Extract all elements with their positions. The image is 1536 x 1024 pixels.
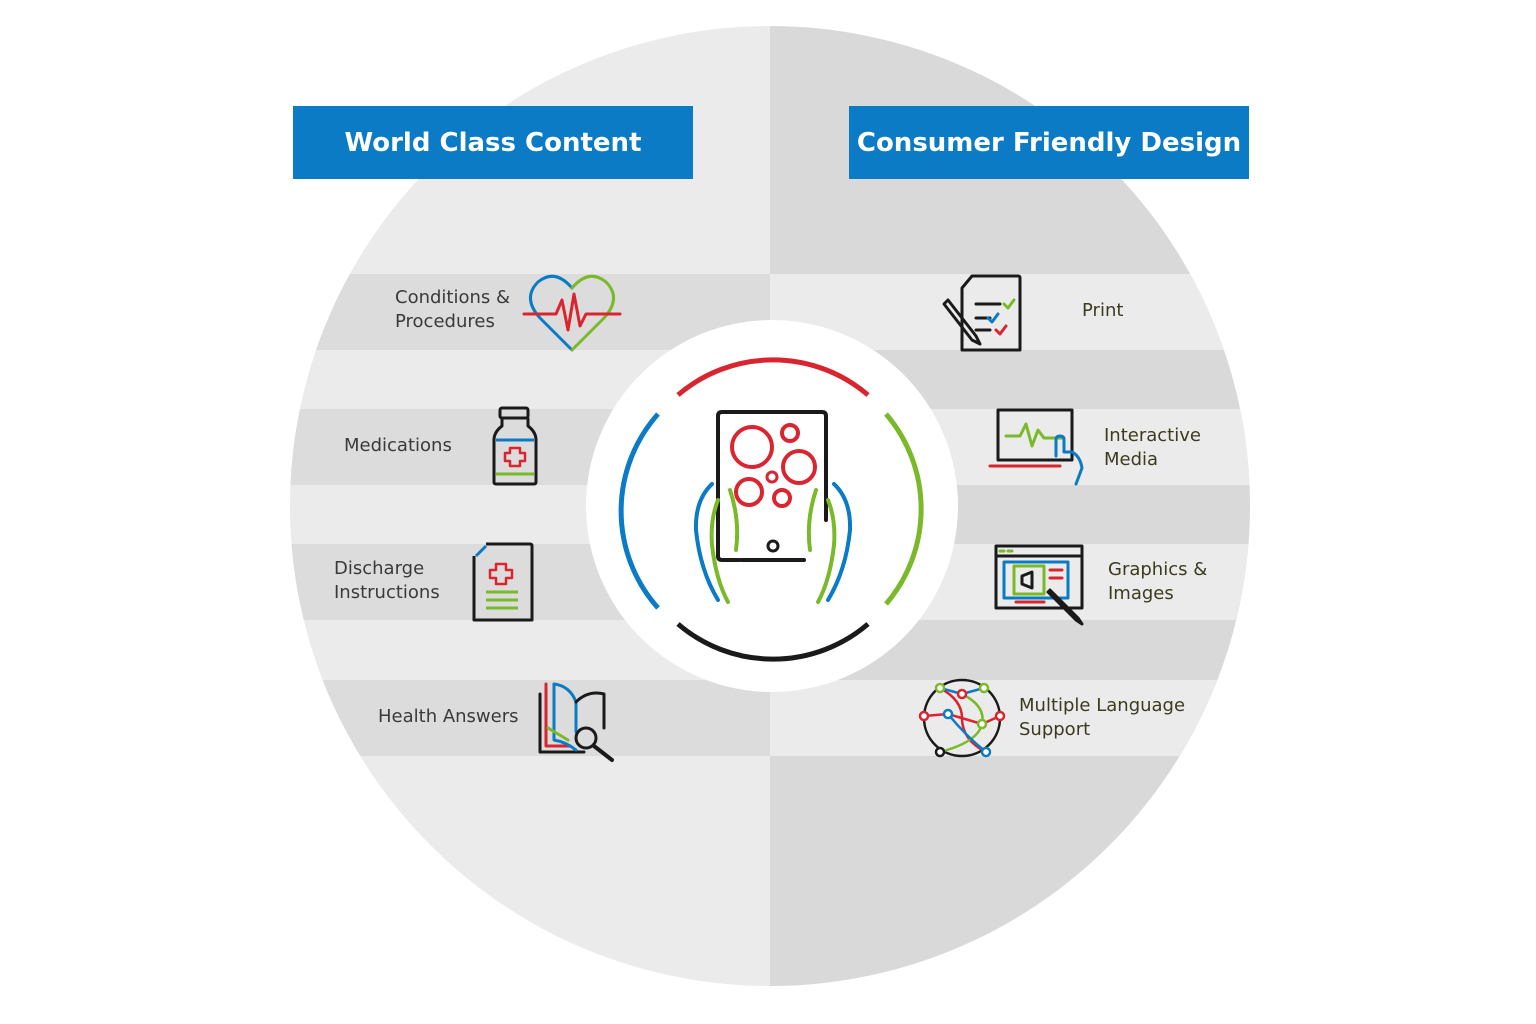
item-label-line1: Graphics & (1108, 559, 1208, 580)
center-disc (586, 320, 958, 692)
right-header: Consumer Friendly Design (849, 106, 1249, 179)
left-header: World Class Content (293, 106, 693, 179)
book-search-icon (538, 682, 614, 762)
right-item-interactive-media: Interactive Media (1104, 424, 1201, 472)
item-label-line2: Instructions (334, 582, 440, 603)
right-item-languages: Multiple Language Support (1019, 694, 1185, 742)
item-label-line1: Interactive (1104, 425, 1201, 446)
right-header-title: Consumer Friendly Design (856, 127, 1242, 158)
item-label-line1: Discharge (334, 558, 425, 579)
item-label-line2: Images (1108, 583, 1174, 604)
left-item-medications: Medications (344, 434, 452, 458)
item-label-line1: Health Answers (378, 706, 519, 727)
checklist-print-icon (942, 274, 1022, 352)
item-label-line2: Media (1104, 449, 1159, 470)
globe-network-icon (918, 678, 1006, 758)
left-item-conditions: Conditions & Procedures (395, 286, 510, 334)
left-band (290, 274, 770, 350)
item-label-line1: Multiple Language (1019, 695, 1186, 716)
medicine-bottle-icon (492, 406, 538, 486)
heart-pulse-icon (522, 274, 622, 352)
item-label-line1: Conditions & (395, 287, 511, 308)
item-label-line1: Medications (344, 435, 452, 456)
left-item-health-answers: Health Answers (378, 705, 519, 729)
left-item-discharge: Discharge Instructions (334, 557, 440, 605)
laptop-touch-icon (988, 408, 1084, 486)
graphics-screen-icon (994, 544, 1084, 626)
tablet-hands-icon (693, 410, 853, 604)
item-label-line2: Procedures (395, 311, 495, 332)
item-label-line2: Support (1019, 719, 1091, 740)
item-label-line1: Print (1082, 300, 1124, 321)
right-band (770, 274, 1250, 350)
left-band (290, 680, 770, 756)
right-band (770, 680, 1250, 756)
center-ring (618, 357, 924, 662)
right-item-print: Print (1082, 299, 1123, 323)
right-item-graphics: Graphics & Images (1108, 558, 1207, 606)
medical-document-icon (472, 542, 534, 622)
left-header-title: World Class Content (344, 127, 642, 158)
